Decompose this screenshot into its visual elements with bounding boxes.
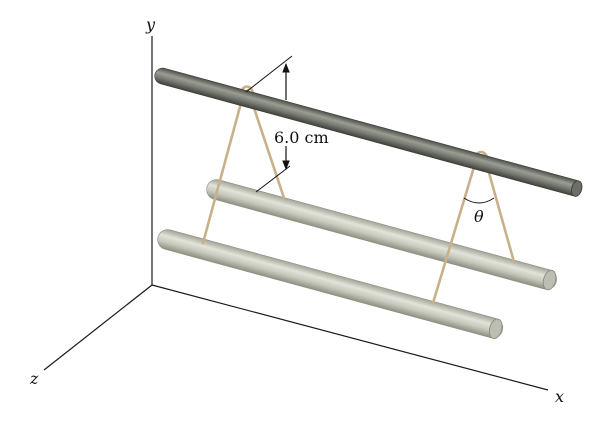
top-rod-end xyxy=(571,180,583,197)
separation-dimension: 6.0 cm xyxy=(245,55,329,193)
lower-rod-front xyxy=(157,229,504,339)
x-axis xyxy=(151,284,549,391)
angle-marker: θ xyxy=(463,197,495,226)
separation-label: 6.0 cm xyxy=(274,128,329,147)
z-axis xyxy=(43,284,153,371)
lower-rod-back xyxy=(206,179,557,291)
y-axis-label: y xyxy=(145,15,156,34)
lower-rod-back-end xyxy=(542,269,557,291)
angle-arc xyxy=(463,197,495,204)
top-rod xyxy=(154,67,583,197)
dimension-extension-top xyxy=(245,55,293,93)
lower-rod-front-end xyxy=(488,318,503,339)
angle-label: θ xyxy=(474,207,484,226)
right-string-front-leg xyxy=(431,155,479,305)
left-string-front-leg xyxy=(201,90,246,245)
dimension-extension-bottom xyxy=(255,165,291,193)
z-axis-label: z xyxy=(29,369,39,388)
axes: y z x xyxy=(29,15,564,406)
x-axis-label: x xyxy=(555,387,564,406)
